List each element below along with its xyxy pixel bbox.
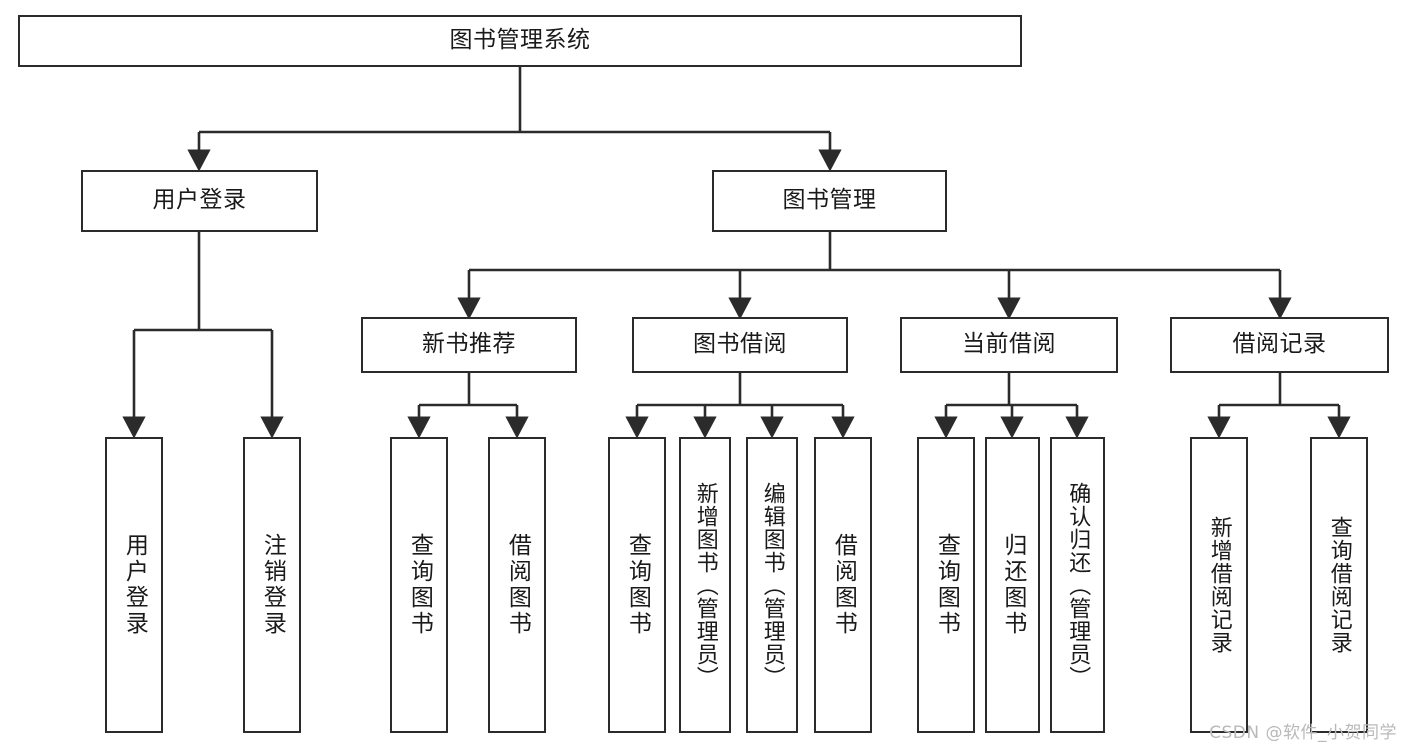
leaf-label: 新增图书（管理员） (692, 481, 718, 689)
node-borrow-record[interactable]: 借阅记录 (1170, 317, 1389, 373)
leaf-label: 归还图书 (999, 533, 1026, 637)
leaf-add-book-admin[interactable]: 新增图书（管理员） (679, 437, 731, 733)
leaf-query-book-nbr[interactable]: 查询图书 (390, 437, 448, 733)
leaf-user-login[interactable]: 用户登录 (105, 437, 163, 733)
leaf-label: 确认归还（管理员） (1065, 481, 1091, 689)
leaf-label: 借阅图书 (504, 533, 531, 637)
leaf-label: 查询图书 (406, 533, 433, 637)
node-borrow-record-label: 借阅记录 (1232, 331, 1327, 358)
leaf-label: 查询借阅记录 (1326, 516, 1352, 654)
leaf-label: 借阅图书 (830, 533, 857, 637)
leaf-edit-book-admin[interactable]: 编辑图书（管理员） (746, 437, 798, 733)
leaf-borrow-book-nbr[interactable]: 借阅图书 (488, 437, 546, 733)
leaf-label: 查询图书 (933, 533, 960, 637)
leaf-return-book[interactable]: 归还图书 (985, 437, 1040, 733)
leaf-query-borrow-record[interactable]: 查询借阅记录 (1310, 437, 1368, 733)
leaf-query-book-cb[interactable]: 查询图书 (917, 437, 975, 733)
node-root-label: 图书管理系统 (449, 27, 591, 54)
node-new-book-recommend[interactable]: 新书推荐 (361, 317, 577, 373)
leaf-query-book-bb[interactable]: 查询图书 (608, 437, 666, 733)
leaf-label: 新增借阅记录 (1206, 516, 1232, 654)
leaf-label: 用户登录 (121, 533, 148, 637)
node-current-borrow-label: 当前借阅 (962, 331, 1056, 358)
leaf-borrow-book-bb[interactable]: 借阅图书 (814, 437, 872, 733)
node-root[interactable]: 图书管理系统 (18, 15, 1022, 67)
leaf-confirm-return-admin[interactable]: 确认归还（管理员） (1050, 437, 1105, 733)
leaf-label: 注销登录 (259, 533, 286, 637)
node-new-book-recommend-label: 新书推荐 (422, 331, 516, 358)
node-book-management-label: 图书管理 (782, 187, 877, 214)
node-book-borrow[interactable]: 图书借阅 (632, 317, 848, 373)
node-user-login[interactable]: 用户登录 (81, 170, 318, 232)
leaf-label: 编辑图书（管理员） (759, 481, 785, 689)
node-book-management[interactable]: 图书管理 (712, 170, 947, 232)
leaf-label: 查询图书 (624, 533, 651, 637)
leaf-logout[interactable]: 注销登录 (243, 437, 301, 733)
node-current-borrow[interactable]: 当前借阅 (900, 317, 1118, 373)
node-book-borrow-label: 图书借阅 (693, 331, 787, 358)
node-user-login-label: 用户登录 (152, 187, 247, 214)
leaf-add-borrow-record[interactable]: 新增借阅记录 (1190, 437, 1248, 733)
